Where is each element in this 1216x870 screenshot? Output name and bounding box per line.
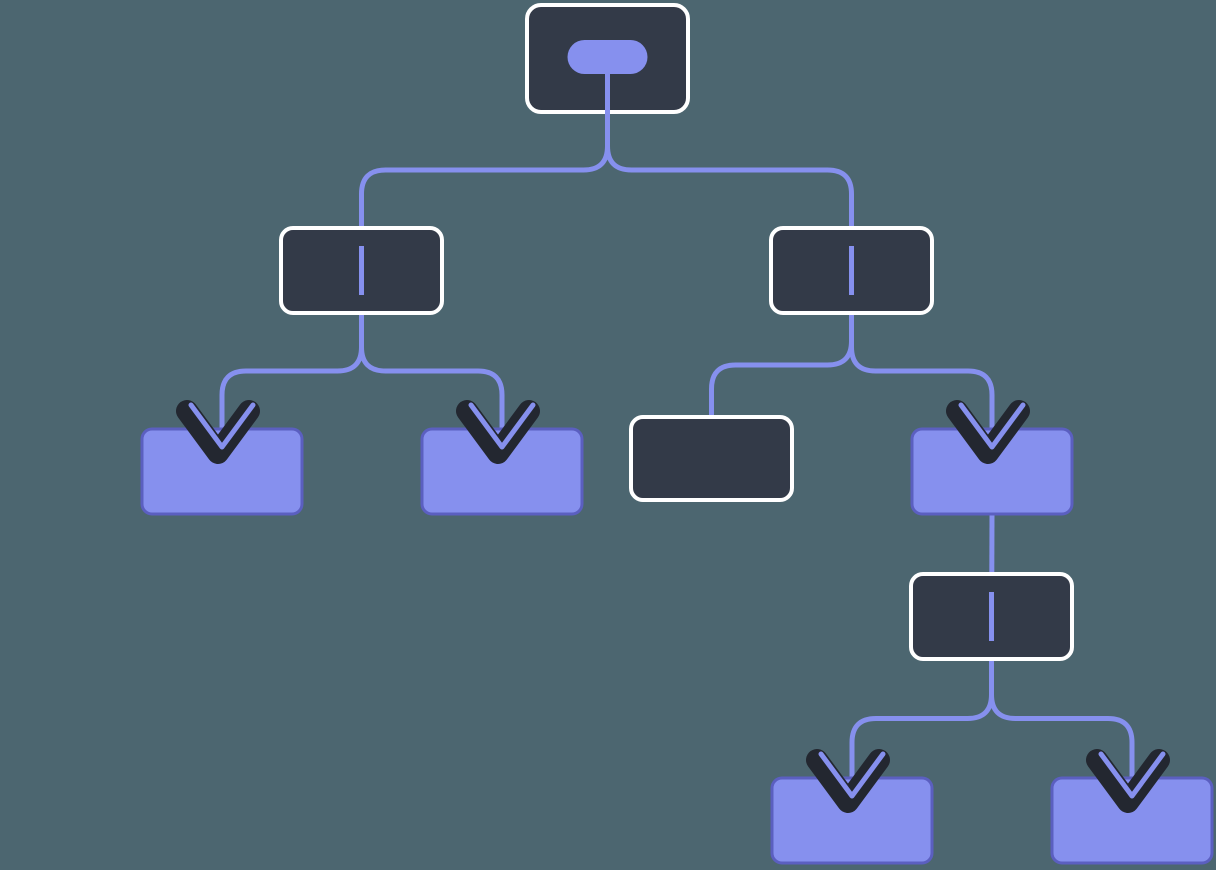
arrowhead-layer — [176, 400, 1170, 813]
edge-layer — [219, 112, 1135, 778]
edge-level2left-to-leaf-inner — [359, 313, 505, 429]
arrowhead-to-level3-right-purple-node — [946, 400, 1030, 464]
leaf-node-left-inner[interactable] — [420, 427, 584, 516]
leaf-node-bottom-left[interactable] — [770, 776, 934, 865]
arrowhead-to-leaf-node-bottom-left — [806, 749, 890, 813]
leaf-node-left-outer[interactable] — [140, 427, 304, 516]
node-through-line — [359, 246, 364, 295]
edge-root-to-level2-right — [605, 112, 854, 313]
node-layer — [140, 3, 1214, 865]
edge-level4-to-bottom-right — [989, 659, 1135, 778]
node-through-line — [849, 246, 854, 295]
root-pill-mark-icon — [567, 40, 648, 128]
leaf-node-bottom-right[interactable] — [1050, 776, 1214, 865]
level3-right-purple-node[interactable] — [910, 427, 1074, 516]
edge-level2right-to-dark-node — [709, 313, 854, 417]
arrowhead-to-leaf-node-bottom-right — [1086, 749, 1170, 813]
node-mark-layer — [359, 40, 994, 641]
arrowhead-to-leaf-node-left-outer — [176, 400, 260, 464]
node-through-line — [989, 592, 994, 641]
level3-right-dark-node[interactable] — [629, 415, 794, 502]
arrowhead-to-leaf-node-left-inner — [456, 400, 540, 464]
edge-level2right-to-purple-node — [849, 313, 995, 429]
